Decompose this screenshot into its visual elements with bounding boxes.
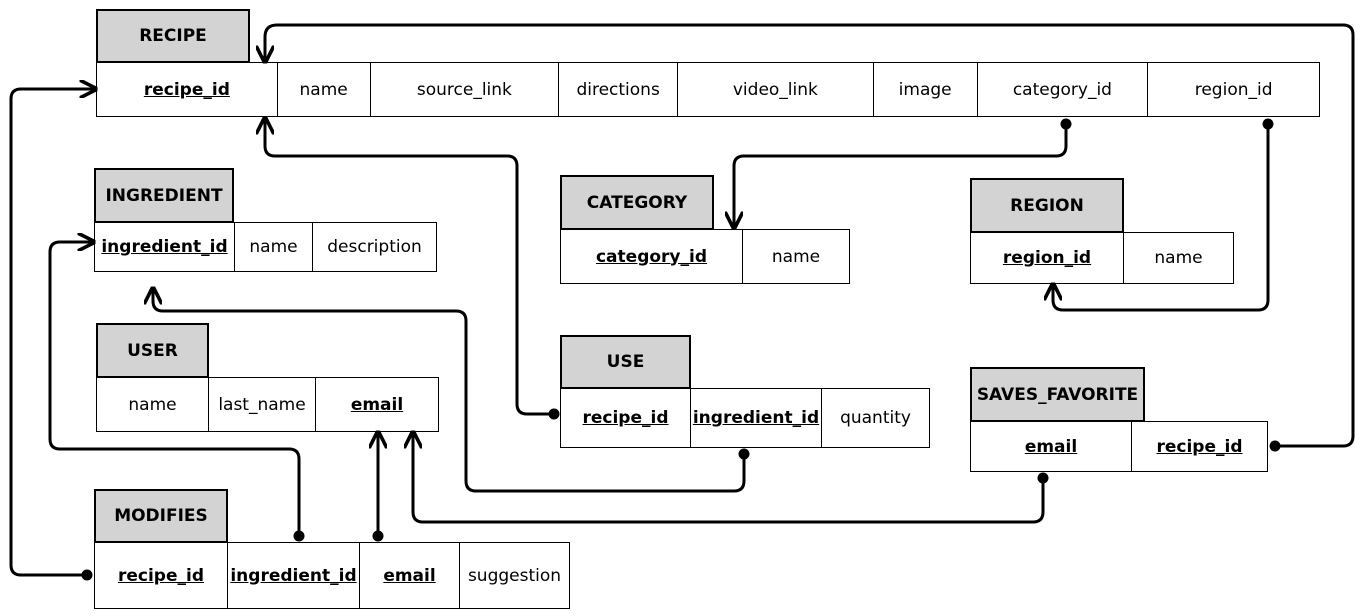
- modifies-field-suggestion: suggestion: [467, 565, 562, 586]
- ingredient-entity-fields: ingredient_id name description: [94, 222, 437, 272]
- user-entity-fields: name last_name email: [96, 377, 439, 432]
- recipe-field-directions: directions: [559, 63, 679, 116]
- ingredient-field-description: description: [327, 237, 422, 257]
- modifies-field-recipe-id: recipe_id: [95, 543, 228, 608]
- category-field-name: name: [771, 246, 821, 267]
- category-field-category-id: category_id: [561, 230, 743, 283]
- fk-dot-saves-favorite-recipe: [1269, 440, 1281, 452]
- user-field-email: email: [350, 394, 404, 415]
- use-entity-fields: recipe_id ingredient_id quantity: [560, 388, 930, 448]
- modifies-field-ingredient-id: ingredient_id: [228, 543, 360, 608]
- user-entity-header: USER: [96, 323, 209, 378]
- recipe-field-region-id: region_id: [1194, 79, 1273, 100]
- user-field-name: name: [97, 378, 209, 431]
- ingredient-field-ingredient-id: ingredient_id: [95, 223, 235, 271]
- fk-dot-use-recipe: [548, 408, 560, 420]
- recipe-field-name: name: [278, 63, 371, 116]
- fk-dot-modifies-user: [372, 530, 384, 542]
- fk-dot-modifies-recipe: [81, 569, 93, 581]
- fk-dot-saves-favorite-user: [1037, 472, 1049, 484]
- region-field-name: name: [1154, 248, 1203, 268]
- recipe-field-video-link: video_link: [678, 63, 874, 116]
- use-entity-header: USE: [560, 335, 691, 389]
- use-field-recipe-id: recipe_id: [561, 389, 691, 447]
- modifies-entity-header: MODIFIES: [94, 489, 228, 543]
- region-entity-header: REGION: [970, 178, 1124, 233]
- category-entity-header: CATEGORY: [560, 175, 714, 230]
- modifies-field-email: email: [360, 543, 460, 608]
- region-field-region-id: region_id: [971, 233, 1124, 283]
- link-modifies-recipe: [9, 89, 94, 577]
- ingredient-entity-header: INGREDIENT: [94, 168, 234, 223]
- saves-favorite-field-recipe-id: recipe_id: [1156, 436, 1243, 457]
- modifies-entity-fields: recipe_id ingredient_id email suggestion: [94, 542, 570, 609]
- region-entity-fields: region_id name: [970, 232, 1234, 284]
- fk-dot-recipe-region: [1262, 118, 1274, 130]
- saves-favorite-field-email: email: [971, 422, 1132, 471]
- recipe-field-category-id: category_id: [978, 63, 1149, 116]
- recipe-entity-fields: recipe_id name source_link directions vi…: [96, 62, 1320, 117]
- category-entity-fields: category_id name: [560, 229, 850, 284]
- fk-dot-recipe-category: [1060, 118, 1072, 130]
- recipe-field-source-link: source_link: [371, 63, 560, 116]
- fk-dot-use-ingredient: [738, 448, 750, 460]
- recipe-field-recipe-id: recipe_id: [97, 63, 278, 116]
- saves-favorite-entity-header: SAVES_FAVORITE: [970, 367, 1145, 422]
- use-field-ingredient-id: ingredient_id: [691, 389, 822, 447]
- use-field-quantity: quantity: [840, 408, 911, 428]
- saves-favorite-entity-fields: email recipe_id: [970, 421, 1268, 472]
- ingredient-field-name: name: [235, 223, 313, 271]
- user-field-last-name: last_name: [209, 378, 316, 431]
- recipe-field-image: image: [874, 63, 978, 116]
- fk-dot-modifies-ingredient: [293, 530, 305, 542]
- recipe-entity-header: RECIPE: [96, 9, 250, 63]
